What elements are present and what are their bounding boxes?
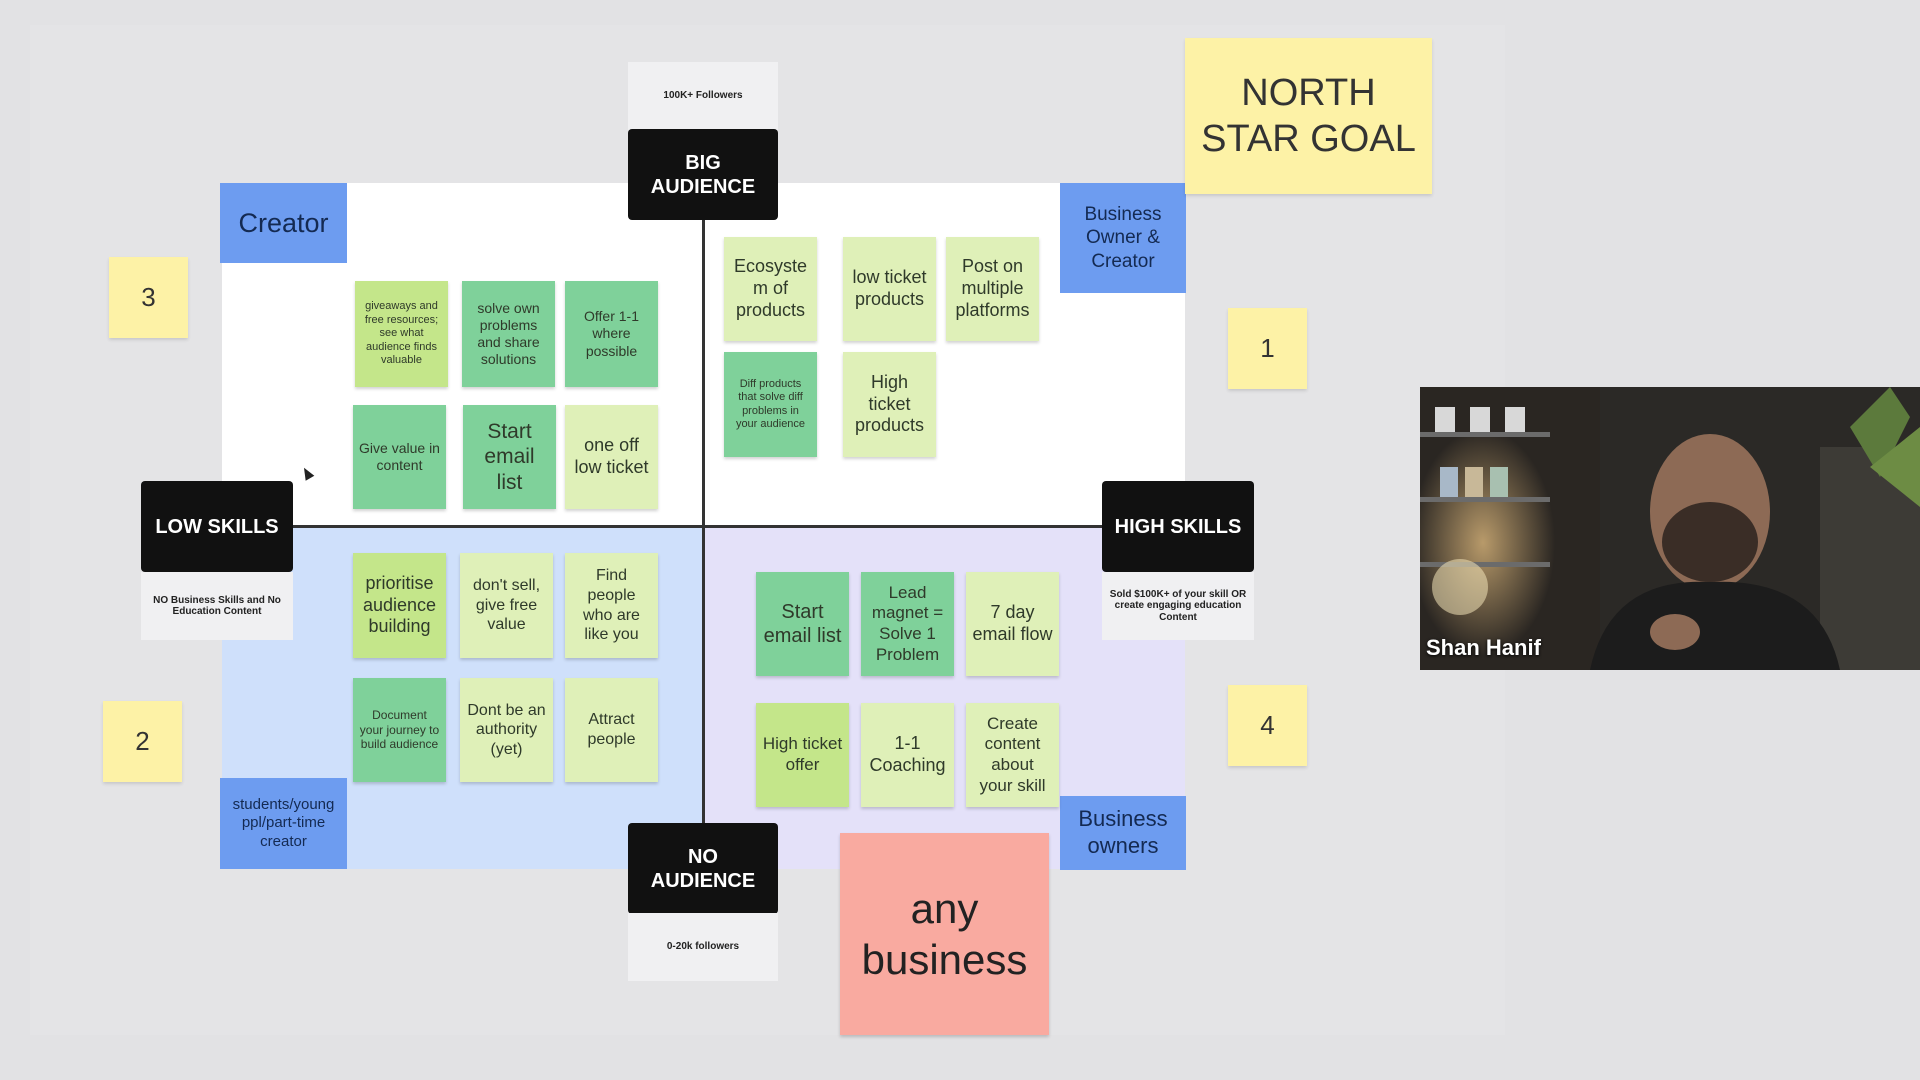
sticky-note[interactable]: Start email list: [463, 405, 556, 509]
number-note-3[interactable]: 3: [109, 257, 188, 338]
video-frame-image: [1420, 387, 1920, 670]
sticky-note[interactable]: Offer 1-1 where possible: [565, 281, 658, 387]
number-note-1[interactable]: 1: [1228, 308, 1307, 389]
sticky-note[interactable]: 7 day email flow: [966, 572, 1059, 676]
sticky-note[interactable]: low ticket products: [843, 237, 936, 341]
sticky-note[interactable]: Attract people: [565, 678, 658, 782]
sticky-note[interactable]: Start email list: [756, 572, 849, 676]
business-owner-creator-tag[interactable]: Business Owner & Creator: [1060, 183, 1186, 293]
sticky-note[interactable]: High ticket offer: [756, 703, 849, 807]
sticky-note[interactable]: Document your journey to build audience: [353, 678, 446, 782]
no-audience-label[interactable]: NO AUDIENCE: [628, 823, 778, 914]
number-note-2[interactable]: 2: [103, 701, 182, 782]
speaker-name-label: Shan Hanif: [1426, 635, 1541, 661]
sticky-note[interactable]: Create content about your skill: [966, 703, 1059, 807]
high-skills-sub[interactable]: Sold $100K+ of your skill OR create enga…: [1102, 572, 1254, 640]
high-skills-label[interactable]: HIGH SKILLS: [1102, 481, 1254, 572]
no-audience-sub[interactable]: 0-20k followers: [628, 913, 778, 981]
any-business-note[interactable]: any business: [840, 833, 1049, 1035]
sticky-note[interactable]: Ecosyste m of products: [724, 237, 817, 341]
sticky-note[interactable]: Give value in content: [353, 405, 446, 509]
business-owners-tag[interactable]: Business owners: [1060, 796, 1186, 870]
north-star-goal-note[interactable]: NORTH STAR GOAL: [1185, 38, 1432, 194]
big-audience-label[interactable]: BIG AUDIENCE: [628, 129, 778, 220]
horizontal-axis: [290, 525, 1105, 528]
sticky-note[interactable]: Dont be an authority (yet): [460, 678, 553, 782]
sticky-note[interactable]: Post on multiple platforms: [946, 237, 1039, 341]
sticky-note[interactable]: Lead magnet = Solve 1 Problem: [861, 572, 954, 676]
big-audience-sub[interactable]: 100K+ Followers: [628, 62, 778, 130]
sticky-note[interactable]: Find people who are like you: [565, 553, 658, 658]
sticky-note[interactable]: one off low ticket: [565, 405, 658, 509]
low-skills-label[interactable]: LOW SKILLS: [141, 481, 293, 572]
creator-tag[interactable]: Creator: [220, 183, 347, 263]
sticky-note[interactable]: don't sell, give free value: [460, 553, 553, 658]
number-note-4[interactable]: 4: [1228, 685, 1307, 766]
sticky-note[interactable]: giveaways and free resources; see what a…: [355, 281, 448, 387]
sticky-note[interactable]: Diff products that solve diff problems i…: [724, 352, 817, 457]
low-skills-sub[interactable]: NO Business Skills and No Education Cont…: [141, 572, 293, 640]
sticky-note[interactable]: prioritise audience building: [353, 553, 446, 658]
students-tag[interactable]: students/young ppl/part-time creator: [220, 778, 347, 869]
speaker-video: Shan Hanif: [1420, 387, 1920, 670]
sticky-note[interactable]: High ticket products: [843, 352, 936, 457]
sticky-note[interactable]: 1-1 Coaching: [861, 703, 954, 807]
sticky-note[interactable]: solve own problems and share solutions: [462, 281, 555, 387]
